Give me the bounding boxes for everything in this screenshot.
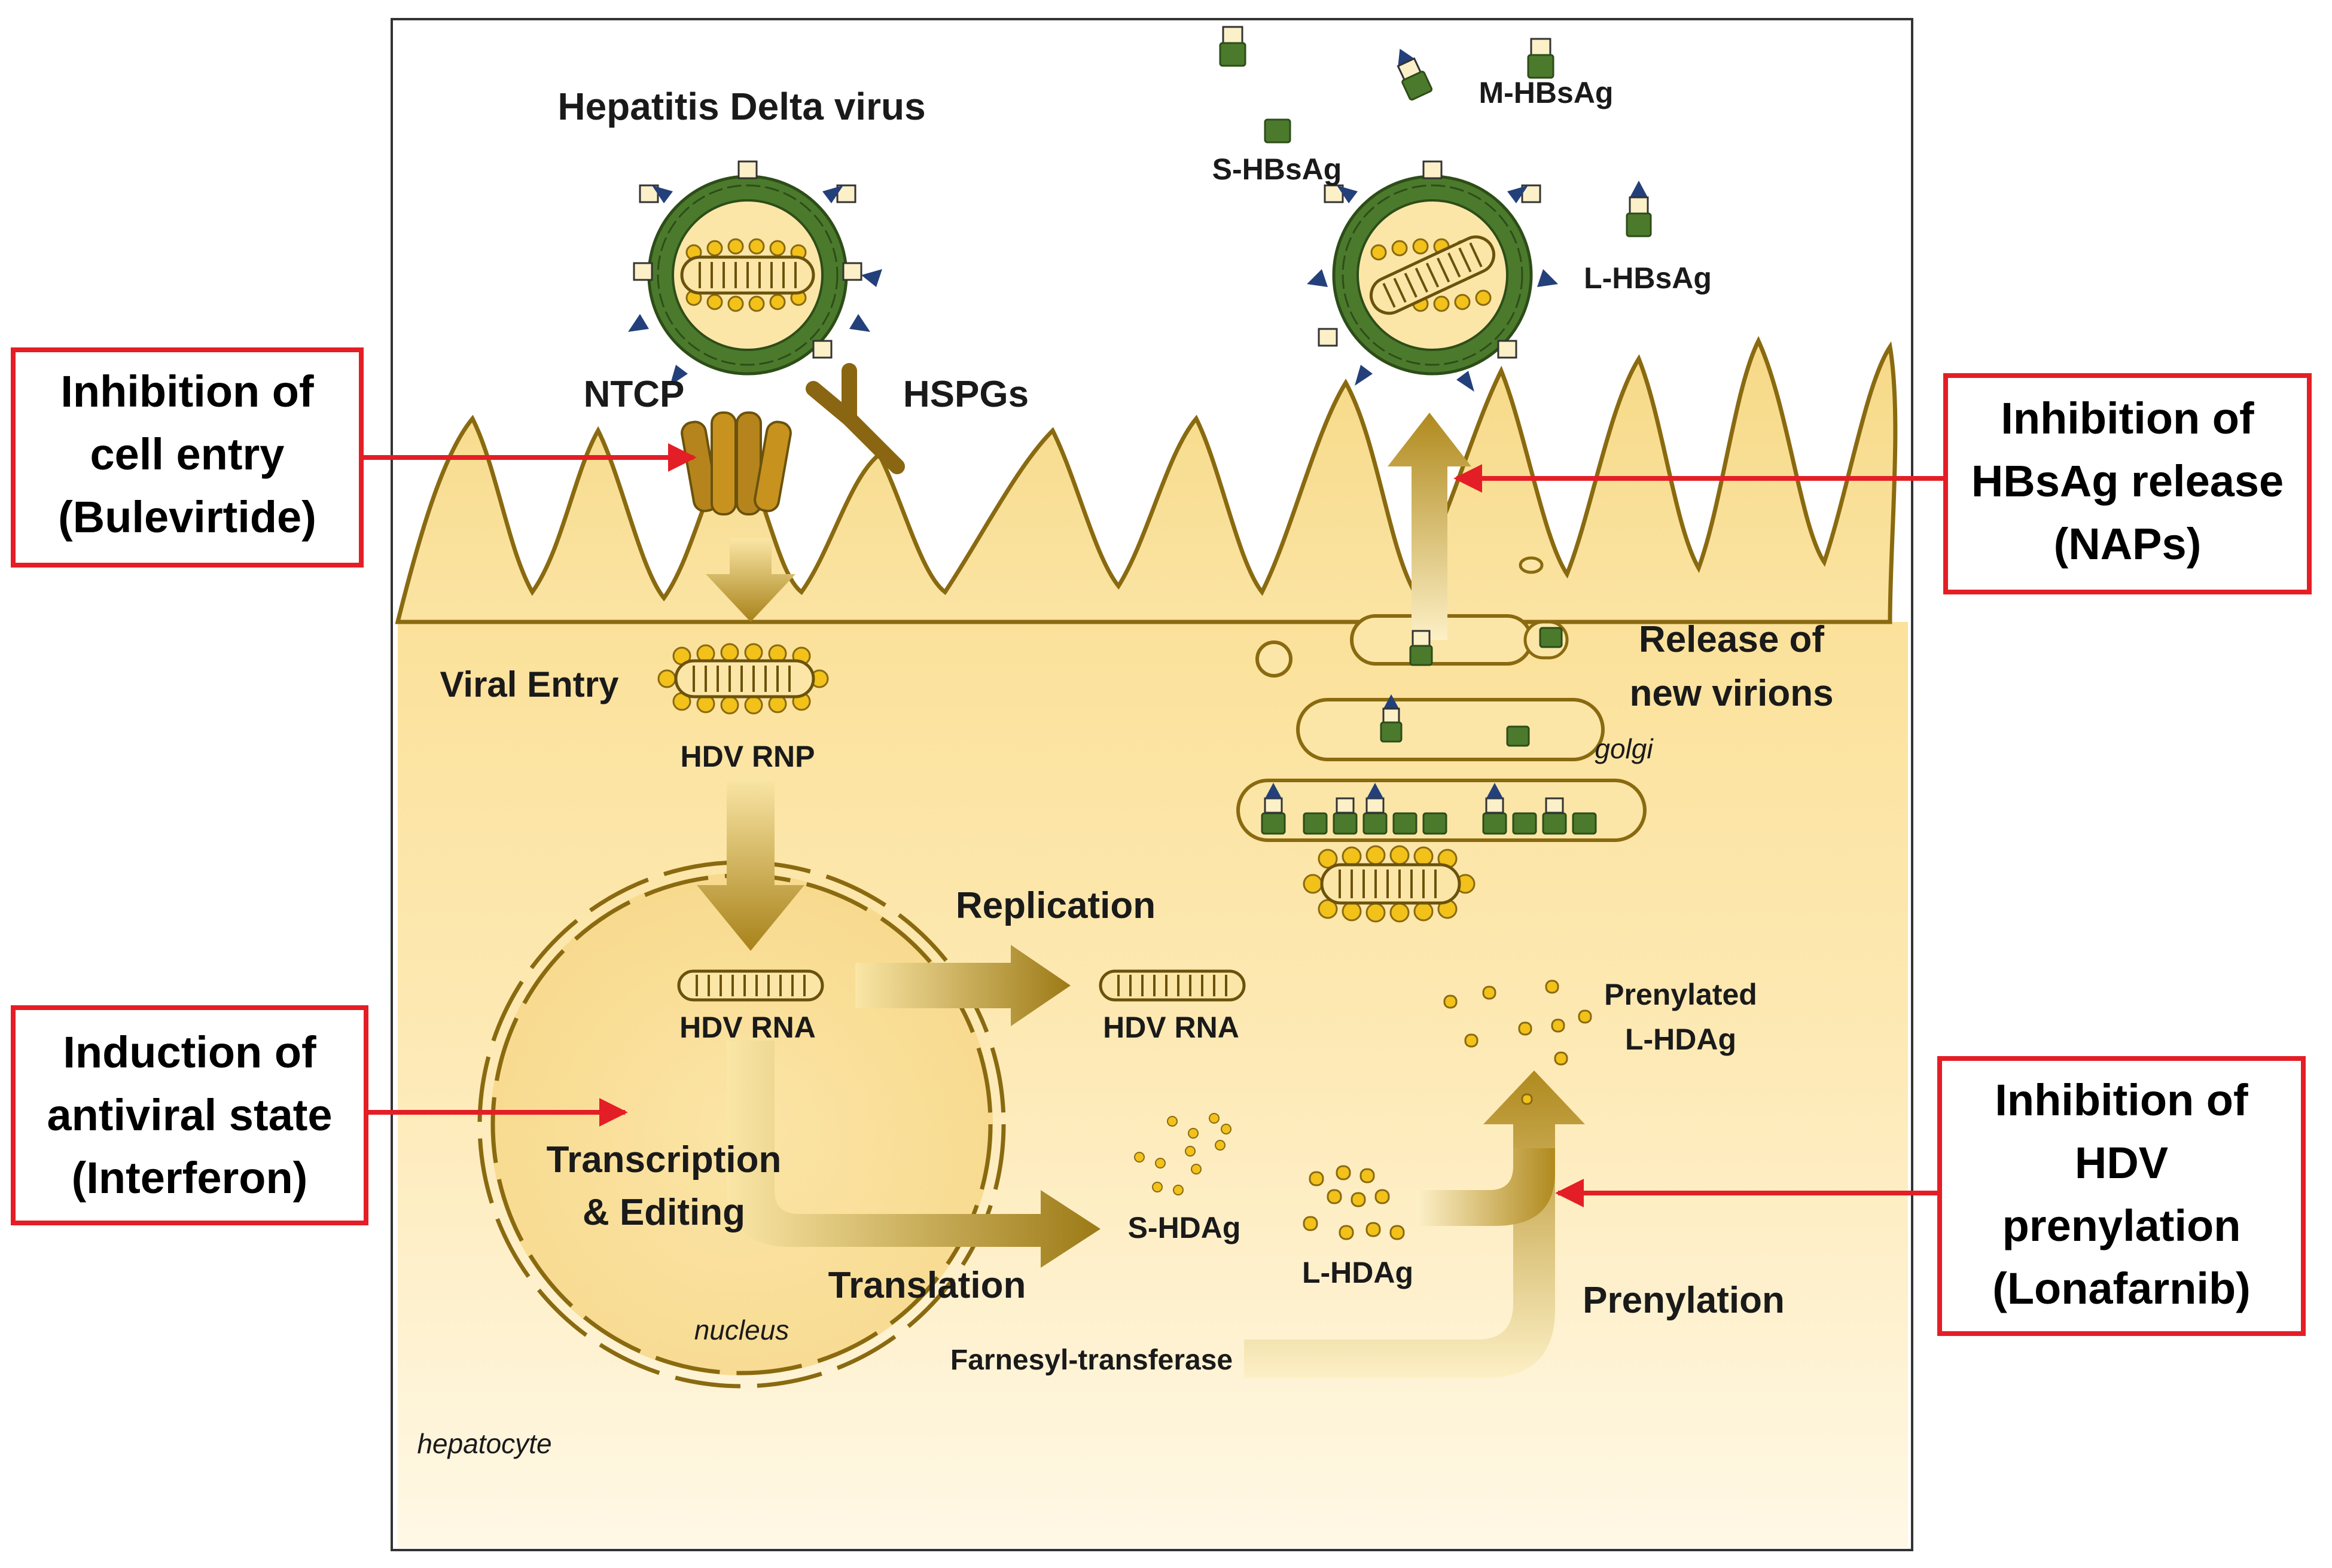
hdv-rna-nucleus-label: HDV RNA — [679, 1011, 816, 1044]
callout-nap-line2: HBsAg release — [1971, 456, 2284, 506]
callout-entry-line1: Inhibition of — [60, 367, 314, 416]
l-hdag-to-prenylation-arrow — [1418, 1148, 1555, 1226]
hdv-rnp-label: HDV RNP — [680, 740, 815, 773]
hepatocyte-label: hepatocyte — [417, 1428, 551, 1459]
hbsag-particle-tilted — [1397, 48, 1433, 101]
callout-nap-box — [1943, 373, 2312, 594]
ntcp-receptor — [681, 411, 792, 515]
translation-label: Translation — [828, 1265, 1026, 1306]
entry-arrow — [706, 538, 795, 622]
l-hbsag-label: L-HBsAg — [1584, 261, 1712, 295]
callout-lonafarnib-line2: HDV — [2075, 1138, 2168, 1188]
vesicle — [1255, 640, 1292, 678]
translation-arrow — [727, 1041, 1101, 1268]
release-label-line2: new virions — [1629, 673, 1833, 714]
hdv-rna-replicated — [1099, 969, 1246, 1002]
callout-entry-box — [11, 347, 364, 568]
callout-entry-line3: (Bulevirtide) — [58, 492, 316, 542]
s-hdag-molecules — [1134, 1113, 1231, 1195]
release-arrow — [1388, 413, 1471, 640]
ntcp-label: NTCP — [584, 374, 685, 415]
s-hdag-label: S-HDAg — [1128, 1211, 1241, 1244]
editing-label: & Editing — [583, 1192, 745, 1233]
prenylated-label: Prenylated — [1604, 978, 1757, 1011]
transcription-label: Transcription — [547, 1139, 782, 1180]
callout-lonafarnib-line1: Inhibition of — [1995, 1075, 2248, 1125]
hdv-rnp-entry — [657, 643, 829, 715]
viral-entry-label: Viral Entry — [440, 664, 619, 704]
s-hbsag-label: S-HBsAg — [1212, 152, 1342, 186]
hdv-rnp-golgi — [1303, 845, 1476, 923]
golgi-cisterna-2 — [1296, 698, 1605, 761]
m-hbsag-particle — [1527, 38, 1554, 79]
l-hdag-label: L-HDAg — [1302, 1256, 1413, 1289]
cell-membrane — [395, 335, 1898, 624]
hdv-virion-entry — [628, 160, 882, 386]
callout-lonafarnib-line3: prenylation — [2002, 1201, 2241, 1250]
hdv-rna-replicated-label: HDV RNA — [1103, 1011, 1239, 1044]
replication-arrow — [855, 945, 1071, 1026]
hdv-virion-released — [1307, 160, 1558, 392]
prenylation-arrow — [1244, 1070, 1585, 1378]
l-hdag-molecules — [1303, 1165, 1405, 1240]
hspg-receptor — [806, 363, 905, 474]
callout-nap-line1: Inhibition of — [2001, 393, 2254, 443]
release-label-line1: Release of — [1639, 619, 1825, 660]
farnesyl-transferase-label: Farnesyl-transferase — [950, 1344, 1233, 1376]
callout-lonafarnib-line4: (Lonafarnib) — [1992, 1264, 2251, 1313]
golgi-hbsag-proteins — [1261, 627, 1597, 835]
callout-nap-line3: (NAPs) — [2054, 519, 2202, 569]
prenylation-label: Prenylation — [1583, 1280, 1785, 1321]
callout-interferon-box — [11, 1005, 368, 1225]
golgi-label: golgi — [1595, 733, 1654, 764]
s-hbsag-particle — [1264, 118, 1291, 144]
m-hbsag-label: M-HBsAg — [1479, 76, 1614, 109]
callout-interferon-line3: (Interferon) — [72, 1153, 308, 1203]
callout-lonafarnib-box — [1937, 1056, 2306, 1336]
l-hbsag-particle — [1626, 181, 1652, 237]
hbsag-particle-top — [1219, 26, 1246, 67]
callout-interferon-line2: antiviral state — [47, 1090, 332, 1140]
vesicle-small — [1519, 556, 1544, 574]
hdv-rna-nucleus — [677, 969, 824, 1002]
nucleus-membrane-outer — [477, 860, 1006, 1389]
hspgs-label: HSPGs — [903, 374, 1029, 415]
prenylated-l-hdag-molecules — [1443, 980, 1592, 1105]
replication-label: Replication — [956, 885, 1156, 926]
callout-entry-line2: cell entry — [90, 429, 285, 479]
virus-title: Hepatitis Delta virus — [557, 85, 925, 128]
prenylated-l-hdag-label: L-HDAg — [1625, 1023, 1736, 1056]
nucleus-label: nucleus — [694, 1314, 789, 1346]
callout-interferon-line1: Induction of — [63, 1027, 316, 1077]
rnp-to-nucleus-arrow — [697, 777, 804, 951]
